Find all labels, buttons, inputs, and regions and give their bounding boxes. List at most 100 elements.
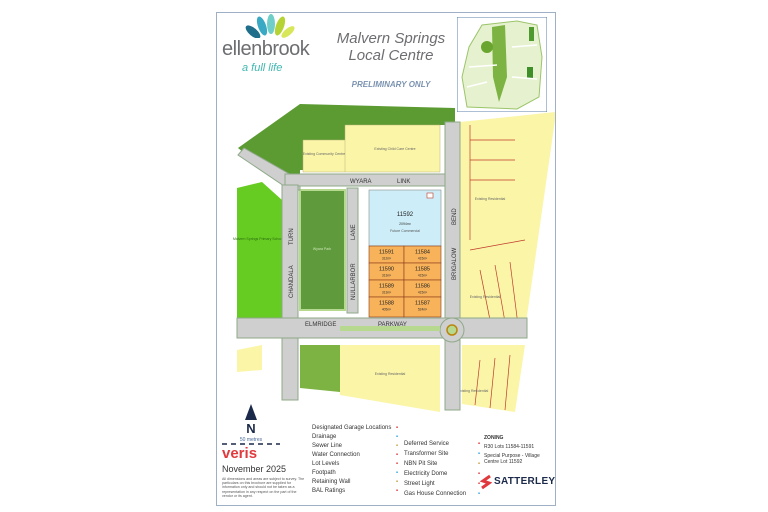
residential-label: Existing Residential <box>375 372 406 376</box>
logo-wordmark: ellenbrook <box>222 38 310 60</box>
legend-label: Deferred Service <box>404 441 450 447</box>
transformer-icon <box>426 192 434 199</box>
legend-item: Water Connection ▪ <box>312 452 398 459</box>
road-label-turn: TURN <box>289 228 295 245</box>
open-space-south <box>300 345 340 392</box>
lot-area: 524m² <box>418 308 428 312</box>
legend-label: Electricity Dome <box>404 471 448 477</box>
legend-item: Footpath ▪ <box>312 470 398 477</box>
nullarbor-lane-road <box>346 187 359 314</box>
legend-symbol-icon: ▪ <box>477 441 480 447</box>
legend-item: Drainage▪ <box>312 434 398 441</box>
north-label: N <box>246 421 255 436</box>
lot-number: 11591 <box>379 250 394 256</box>
lot-number: 11586 <box>415 284 430 290</box>
road-label-lane: LANE <box>351 224 357 240</box>
zoning-special: Special Purpose - Village Centre Lot 115… <box>484 453 540 465</box>
road-label-nullarbor: NULLARBOR <box>351 263 357 300</box>
legend-symbol-icon: ▪ <box>477 451 480 457</box>
park-label: Wyara Park <box>313 247 332 251</box>
legend-item: BAL Ratings ▪ <box>312 488 398 495</box>
residential-label: Existing Residential <box>470 295 501 299</box>
road-label-wyara: WYARA <box>350 179 372 185</box>
park-area <box>299 189 346 311</box>
lot-number: 11592 <box>397 212 414 218</box>
legend-symbol-icon: ▪ <box>395 470 398 476</box>
lot-number: 11584 <box>415 250 430 256</box>
chandala-turn-road <box>281 184 299 401</box>
title-line-2: Local Centre <box>348 47 434 64</box>
legend-item: Transformer Site ▪ <box>404 451 480 458</box>
title-line-1: Malvern Springs <box>336 30 446 47</box>
lot-number: 11589 <box>379 284 394 290</box>
lot-11587 <box>403 296 442 318</box>
legend-left: Designated Garage Locations▪Drainage▪Sew… <box>312 425 398 497</box>
road-label-bend: BEND <box>452 208 458 225</box>
legend-symbol-icon: ▪ <box>395 452 398 458</box>
lot-use: Future Commercial <box>390 229 420 233</box>
legend-symbol-icon: ▪ <box>395 443 398 449</box>
lot-area: 405m² <box>382 308 392 312</box>
preliminary-label: PRELIMINARY ONLY <box>351 80 431 89</box>
lot-area: 415m² <box>418 274 428 278</box>
logo-petals-icon <box>245 14 295 38</box>
legend-label: BAL Ratings <box>312 488 346 494</box>
residential-east-area <box>460 112 555 330</box>
veris-logo: veris <box>222 445 258 462</box>
legend-symbol-icon: ▪ <box>477 491 480 497</box>
road-label-chandala: CHANDALA <box>289 265 295 298</box>
lot-area: 2094m² <box>399 222 412 226</box>
legend-label: Sewer Line <box>312 443 343 449</box>
lot-11592 <box>368 189 442 247</box>
lot-number: 11587 <box>415 301 430 307</box>
community-centre-label: Existing Community Centre <box>303 152 345 156</box>
lot-number: 11588 <box>379 301 394 307</box>
zoning-heading: ZONING <box>484 435 504 441</box>
legend-label: Transformer Site <box>404 451 449 457</box>
legend-item: Deferred Service ▪ <box>404 441 480 448</box>
legend-item: Gas House Connection ▪ <box>404 491 480 498</box>
school-area <box>237 182 282 335</box>
legend-symbol-icon: ▪ <box>477 481 480 487</box>
residential-southeast-area <box>462 345 525 412</box>
legend-label: Designated Garage Locations <box>312 425 392 431</box>
legend-item: NBN Pit Site ▪ <box>404 461 480 468</box>
lot-number: 11590 <box>379 267 394 273</box>
residential-label: Existing Residential <box>475 197 506 201</box>
legend-symbol-icon: ▪ <box>395 425 398 431</box>
road-label-link: LINK <box>397 179 410 185</box>
lot-area: 313m² <box>382 291 392 295</box>
legend-symbol-icon: ▪ <box>477 461 480 467</box>
brigalow-south-road <box>444 339 461 411</box>
legend-symbol-icon: ▪ <box>395 479 398 485</box>
plan-date: November 2025 <box>222 464 287 474</box>
legend-item: Designated Garage Locations▪ <box>312 425 398 432</box>
legend-label: NBN Pit Site <box>404 461 438 467</box>
zoning-r30: R30 Lots 11584-11591 <box>484 444 535 450</box>
legend-item: Electricity Dome▪ <box>404 471 480 478</box>
legend-symbol-icon: ▪ <box>395 434 398 440</box>
legend-label: Water Connection <box>312 452 360 458</box>
legend-label: Gas House Connection <box>404 491 467 497</box>
school-label: Malvern Springs Primary School <box>233 237 283 241</box>
road-label-elmridge: ELMRIDGE <box>305 322 336 328</box>
legend-symbol-icon: ▪ <box>395 461 398 467</box>
lot-area: 312m² <box>382 257 392 261</box>
north-arrow-icon <box>245 404 257 420</box>
page-title: Malvern Springs Local Centre <box>330 30 452 64</box>
satterley-logo-icon <box>480 474 492 490</box>
childcare-label: Existing Child Care Centre <box>374 147 415 151</box>
legend-item: Retaining Wall▪ <box>312 479 398 486</box>
lot-area: 415m² <box>418 291 428 295</box>
legend-symbol-icon: ▪ <box>395 488 398 494</box>
legend-right: Deferred Service▪Transformer Site▪NBN Pi… <box>404 441 480 501</box>
developer-logo: SATTERLEY <box>494 476 556 487</box>
legend-item: Sewer Line ▪ <box>312 443 398 450</box>
residential-south-area <box>340 345 440 412</box>
legend-label: Footpath <box>312 470 336 476</box>
road-label-parkway: PARKWAY <box>378 322 407 328</box>
legend-item: Street Light▪ <box>404 481 480 488</box>
residential-label: Existing Residential <box>458 389 489 393</box>
legend-label: Lot Levels <box>312 461 340 467</box>
